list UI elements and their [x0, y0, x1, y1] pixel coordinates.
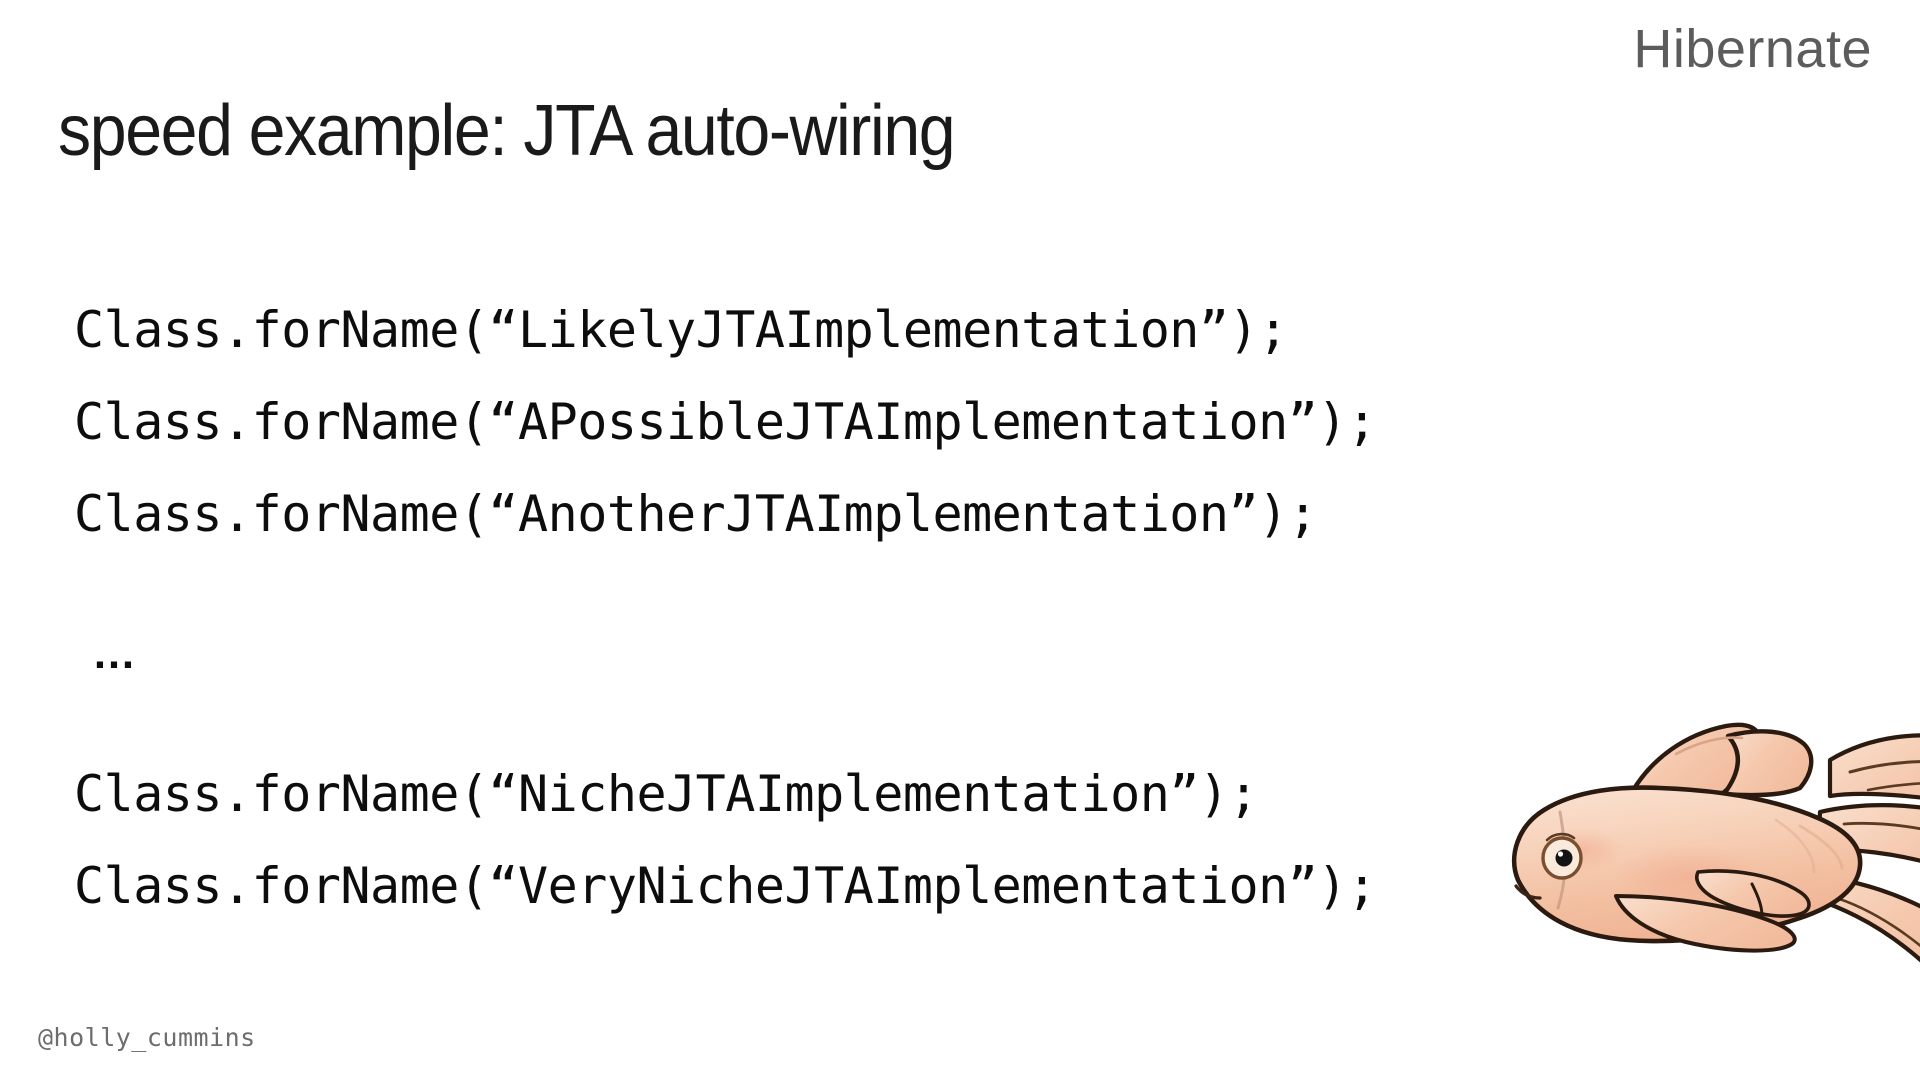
code-ellipsis: … [92, 629, 138, 678]
brand-label: Hibernate [1633, 19, 1872, 79]
fish-tail-ray-2 [1866, 782, 1920, 792]
code-line: Class.forName(“AnotherJTAImplementation”… [74, 485, 1318, 543]
fish-tail-ray-3 [1842, 821, 1920, 831]
fish-tail-ray-4 [1828, 894, 1920, 948]
fish-top-tail-fin [1827, 733, 1920, 800]
code-spacer [74, 560, 1834, 608]
code-line: Class.forName(“VeryNicheJTAImplementatio… [74, 857, 1377, 915]
code-block: Class.forName(“LikelyJTAImplementation”)… [74, 284, 1834, 932]
fish-tail-ray-1 [1848, 760, 1920, 774]
code-line: Class.forName(“NicheJTAImplementation”); [74, 765, 1259, 823]
page-title: speed example: JTA auto-wiring [58, 91, 956, 171]
code-spacer [74, 700, 1834, 748]
code-line: Class.forName(“LikelyJTAImplementation”)… [74, 301, 1288, 359]
code-line: Class.forName(“APossibleJTAImplementatio… [74, 393, 1377, 451]
author-handle: @holly_cummins [38, 1023, 256, 1052]
